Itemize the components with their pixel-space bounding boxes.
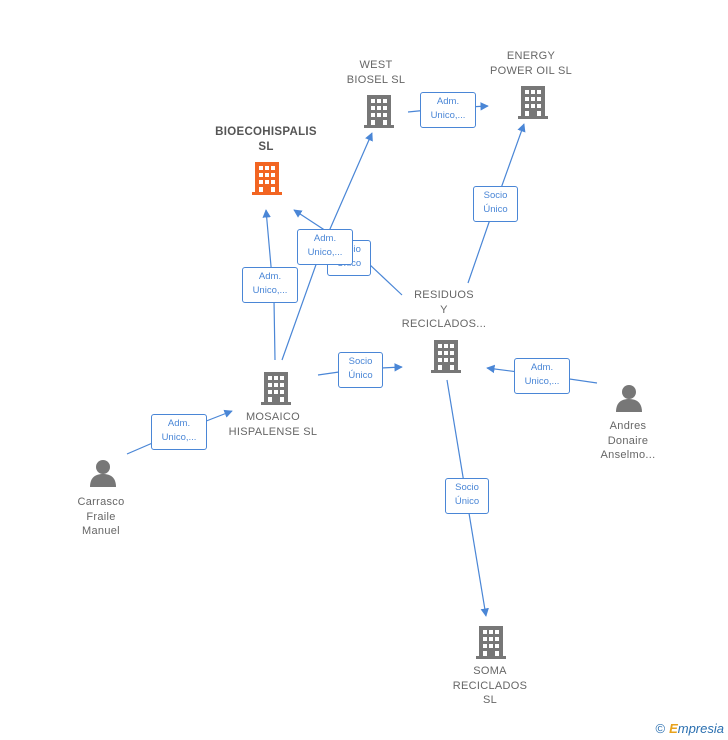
edge-label-west-to-energy[interactable]: Adm. Unico,... xyxy=(420,92,476,128)
edge-label-residuos-to-soma[interactable]: Socio Único xyxy=(445,478,489,514)
building-icon xyxy=(431,340,461,373)
building-icon xyxy=(261,372,291,405)
edge-label-mosaico-to-west[interactable]: Adm. Unico,... xyxy=(297,229,353,265)
edge-label-andres-to-residuos[interactable]: Adm. Unico,... xyxy=(514,358,570,394)
person-icon xyxy=(616,385,642,412)
node-label-mosaico-hispalense[interactable]: MOSAICO HISPALENSE SL xyxy=(228,411,318,438)
node-label-residuos-reciclados[interactable]: RESIDUOS Y RECICLADOS... xyxy=(401,289,487,330)
building-icon xyxy=(518,86,548,119)
copyright-symbol: © xyxy=(655,721,666,736)
building-icon xyxy=(476,626,506,659)
node-label-carrasco-fraile[interactable]: Carrasco Fraile Manuel xyxy=(77,496,125,537)
edge-label-carrasco-to-mosaico[interactable]: Adm. Unico,... xyxy=(151,414,207,450)
edge-label-mosaico-to-bioeco[interactable]: Adm. Unico,... xyxy=(242,267,298,303)
person-icon xyxy=(90,460,116,487)
node-label-soma-reciclados[interactable]: SOMA RECICLADOS SL xyxy=(452,665,528,706)
building-icon xyxy=(364,95,394,128)
edge-label-mosaico-to-residuos[interactable]: Socio Único xyxy=(338,352,383,388)
edge-label-residuos-to-energy[interactable]: Socio Único xyxy=(473,186,518,222)
brand-logo-text: mpresia xyxy=(677,721,724,736)
brand-logo-initial: E xyxy=(669,721,678,736)
node-label-bioecohispalis[interactable]: BIOECOHISPALIS SL xyxy=(215,126,317,153)
building-icon xyxy=(252,162,282,195)
footer-brand: ©Empresia xyxy=(655,721,724,736)
node-label-andres-donaire[interactable]: Andres Donaire Anselmo... xyxy=(600,420,656,461)
node-label-west-biosel[interactable]: WEST BIOSEL SL xyxy=(346,59,406,86)
node-label-energy-power-oil[interactable]: ENERGY POWER OIL SL xyxy=(489,50,573,77)
